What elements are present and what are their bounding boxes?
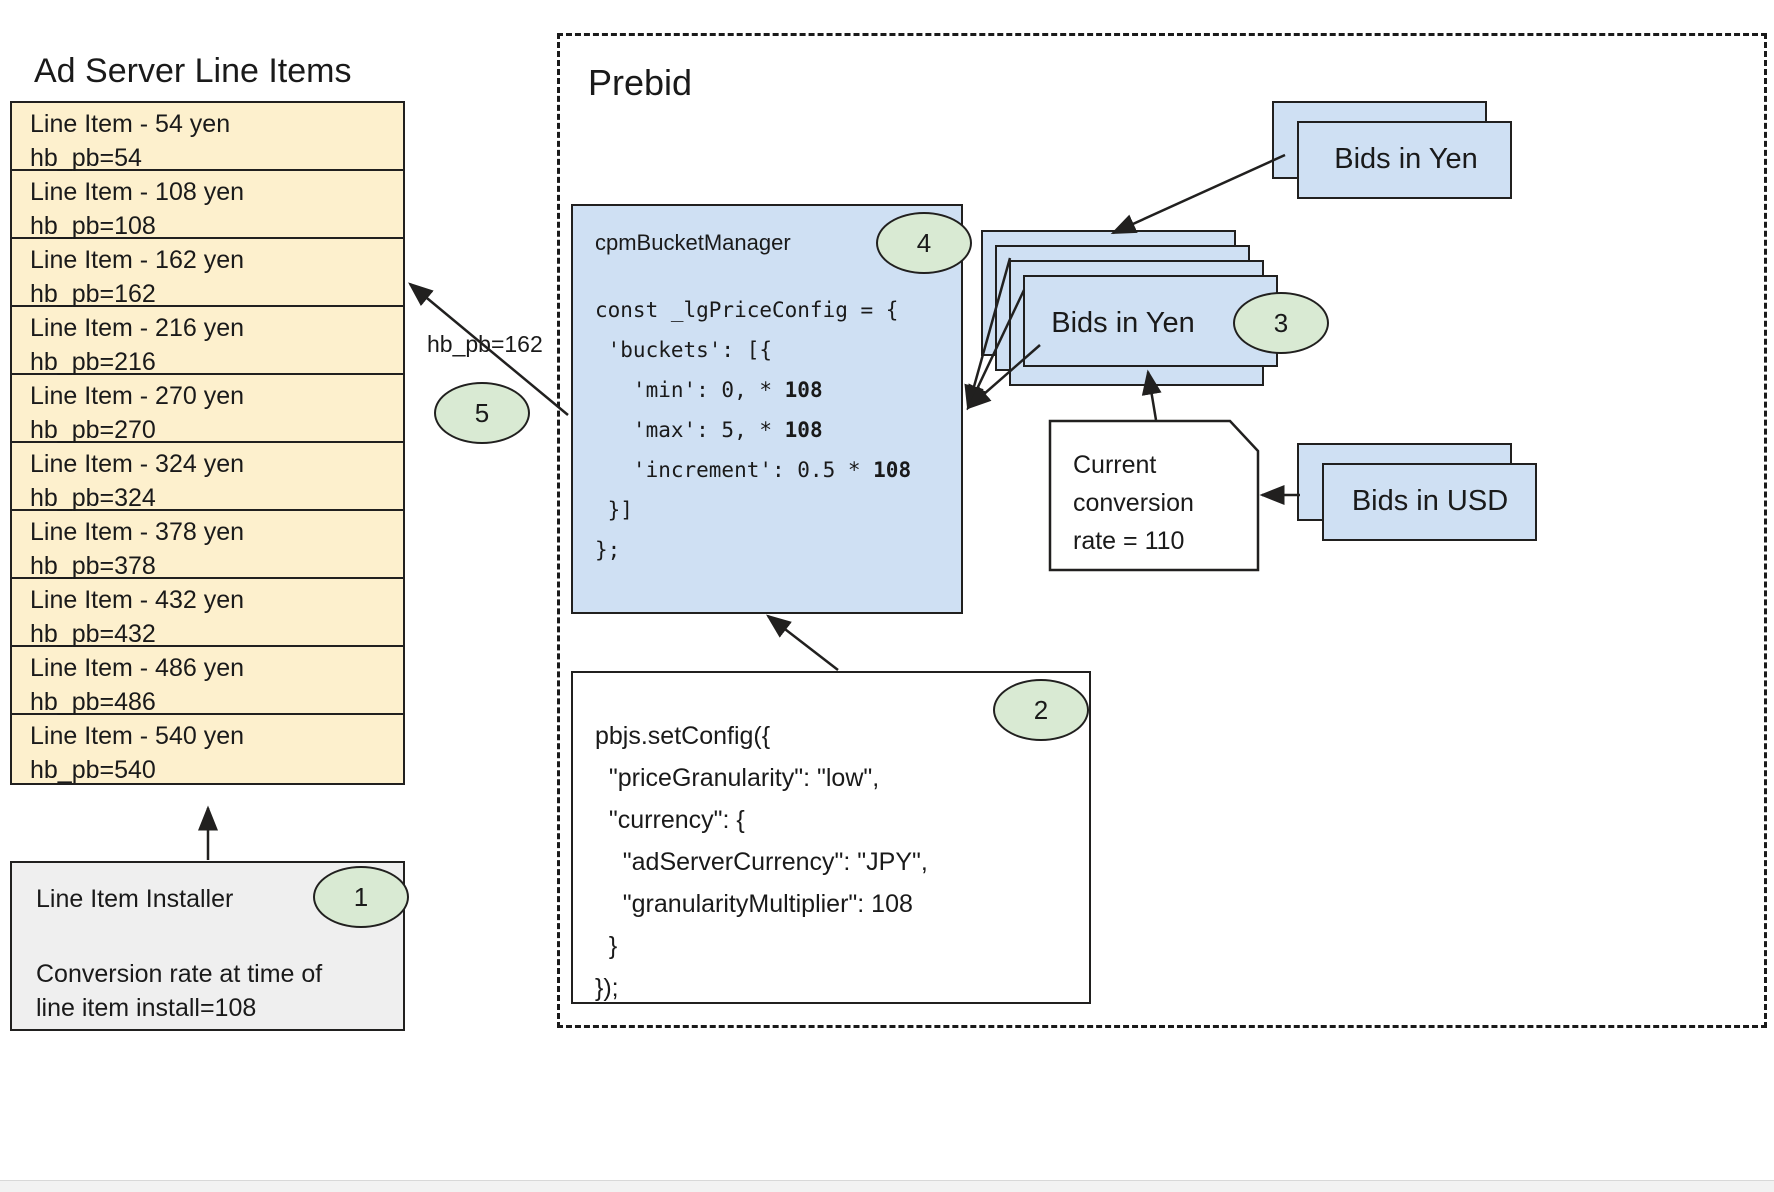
set-config-code: pbjs.setConfig({ "priceGranularity": "lo… — [595, 722, 928, 1002]
line-item-name: Line Item - 486 yen — [30, 654, 245, 682]
ad-server-title: Ad Server Line Items — [34, 52, 352, 90]
line-item-key: hb_pb=270 — [30, 416, 156, 444]
line-item-name: Line Item - 378 yen — [30, 518, 245, 546]
line-item-name: Line Item - 540 yen — [30, 722, 245, 750]
bids-in-usd-card-front[interactable] — [1322, 463, 1537, 541]
prebid-title: Prebid — [588, 62, 693, 103]
line-item-name: Line Item - 324 yen — [30, 450, 245, 478]
line-item-row[interactable]: Line Item - 378 yen hb_pb=378 — [12, 511, 403, 580]
line-item-key: hb_pb=216 — [30, 348, 156, 376]
step-badge-5: 5 — [434, 382, 530, 444]
line-item-installer-note: Conversion rate at time of line item ins… — [36, 960, 323, 1022]
bids-in-yen-incoming-card-front[interactable] — [1297, 121, 1512, 199]
line-item-name: Line Item - 216 yen — [30, 314, 245, 342]
line-item-row[interactable]: Line Item - 486 yen hb_pb=486 — [12, 647, 403, 716]
line-item-name: Line Item - 54 yen — [30, 110, 231, 138]
line-item-key: hb_pb=486 — [30, 688, 156, 716]
line-item-key: hb_pb=540 — [30, 756, 156, 784]
line-item-name: Line Item - 108 yen — [30, 178, 245, 206]
line-item-row[interactable]: Line Item - 540 yen hb_pb=540 — [12, 715, 403, 784]
step-badge-4: 4 — [876, 212, 972, 274]
cpm-bucket-manager-title: cpmBucketManager — [595, 230, 791, 255]
line-item-row[interactable]: Line Item - 324 yen hb_pb=324 — [12, 443, 403, 512]
step-badge-2: 2 — [993, 679, 1089, 741]
line-item-key: hb_pb=54 — [30, 144, 142, 172]
bids-in-yen-stack-label: Bids in Yen — [1051, 307, 1195, 339]
line-item-row[interactable]: Line Item - 162 yen hb_pb=162 — [12, 239, 403, 308]
line-item-key: hb_pb=378 — [30, 552, 156, 580]
line-items-table: Line Item - 54 yen hb_pb=54 Line Item - … — [10, 101, 405, 785]
line-item-key: hb_pb=432 — [30, 620, 156, 648]
hb-pb-arrow-label: hb_pb=162 — [424, 331, 546, 358]
line-item-installer-title: Line Item Installer — [36, 885, 234, 913]
step-badge-3: 3 — [1233, 292, 1329, 354]
cpm-bucket-manager-code: const _lgPriceConfig = { 'buckets': [{ '… — [595, 298, 912, 562]
prebid-boundary — [557, 33, 1767, 1028]
line-item-row[interactable]: Line Item - 108 yen hb_pb=108 — [12, 171, 403, 240]
line-item-name: Line Item - 162 yen — [30, 246, 245, 274]
line-item-row[interactable]: Line Item - 270 yen hb_pb=270 — [12, 375, 403, 444]
line-item-key: hb_pb=162 — [30, 280, 156, 308]
line-item-name: Line Item - 432 yen — [30, 586, 245, 614]
step-badge-1: 1 — [313, 866, 409, 928]
conversion-note-text: Current conversion rate = 110 — [1073, 451, 1194, 555]
line-item-row[interactable]: Line Item - 54 yen hb_pb=54 — [12, 103, 403, 172]
line-item-row[interactable]: Line Item - 216 yen hb_pb=216 — [12, 307, 403, 376]
line-item-row[interactable]: Line Item - 432 yen hb_pb=432 — [12, 579, 403, 648]
bids-in-usd-label: Bids in USD — [1351, 485, 1509, 517]
bottom-strip — [0, 1180, 1774, 1192]
bids-in-yen-incoming-label: Bids in Yen — [1334, 143, 1478, 175]
line-item-name: Line Item - 270 yen — [30, 382, 245, 410]
line-item-key: hb_pb=108 — [30, 212, 156, 240]
line-item-key: hb_pb=324 — [30, 484, 156, 512]
cpm-bucket-manager-box[interactable]: cpmBucketManager const _lgPriceConfig = … — [571, 204, 963, 614]
